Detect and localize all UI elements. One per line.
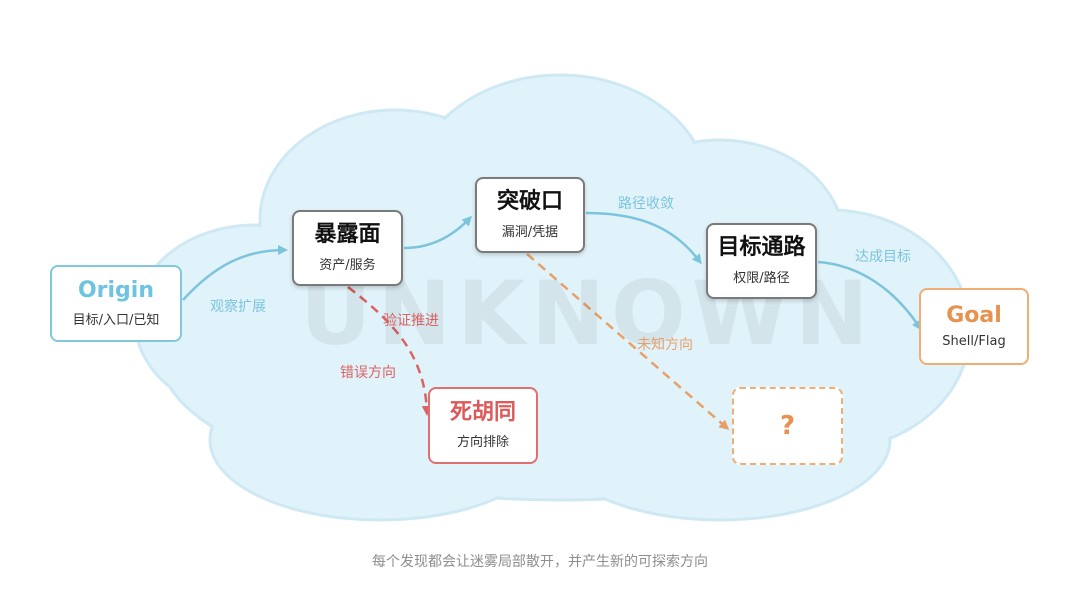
edge-label-observe-expand: 观察扩展 (210, 299, 266, 315)
node-origin: Origin 目标/入口/已知 (50, 265, 182, 342)
edge-label-verify-advance: 验证推进 (383, 313, 439, 329)
node-goal: Goal Shell/Flag (919, 288, 1029, 365)
node-breach: 突破口 漏洞/凭据 (475, 177, 585, 253)
edge-exposure-breach (403, 215, 473, 250)
edge-label-wrong-direction: 错误方向 (340, 365, 396, 381)
node-goal-title: Goal (946, 302, 1002, 328)
edge-exposure-deadend (347, 286, 432, 416)
node-origin-subtitle: 目标/入口/已知 (72, 313, 160, 329)
edge-label-reach-goal: 达成目标 (855, 249, 911, 265)
edge-label-path-converge: 路径收敛 (618, 196, 674, 212)
node-dead-end-subtitle: 方向排除 (456, 435, 509, 451)
node-unknown: ? (732, 387, 843, 465)
node-target-path-title: 目标通路 (717, 235, 806, 261)
node-breach-subtitle: 漏洞/凭据 (501, 224, 559, 240)
node-exposure-title: 暴露面 (314, 222, 381, 248)
node-goal-subtitle: Shell/Flag (942, 334, 1006, 350)
node-target-path: 目标通路 权限/路径 (706, 223, 817, 299)
edge-label-unknown-direction: 未知方向 (637, 337, 693, 353)
edge-breach-path (585, 211, 702, 265)
edge-path-goal (817, 260, 922, 331)
edge-origin-exposure (182, 245, 288, 301)
node-target-path-subtitle: 权限/路径 (733, 270, 790, 286)
node-exposure-subtitle: 资产/服务 (319, 257, 376, 273)
node-dead-end-title: 死胡同 (449, 399, 516, 425)
node-unknown-title: ? (779, 410, 796, 441)
diagram-caption: 每个发现都会让迷雾局部散开，并产生新的可探索方向 (372, 554, 708, 570)
node-breach-title: 突破口 (496, 189, 563, 215)
node-dead-end: 死胡同 方向排除 (428, 387, 538, 464)
node-exposure: 暴露面 资产/服务 (292, 210, 403, 286)
node-origin-title: Origin (77, 277, 155, 303)
